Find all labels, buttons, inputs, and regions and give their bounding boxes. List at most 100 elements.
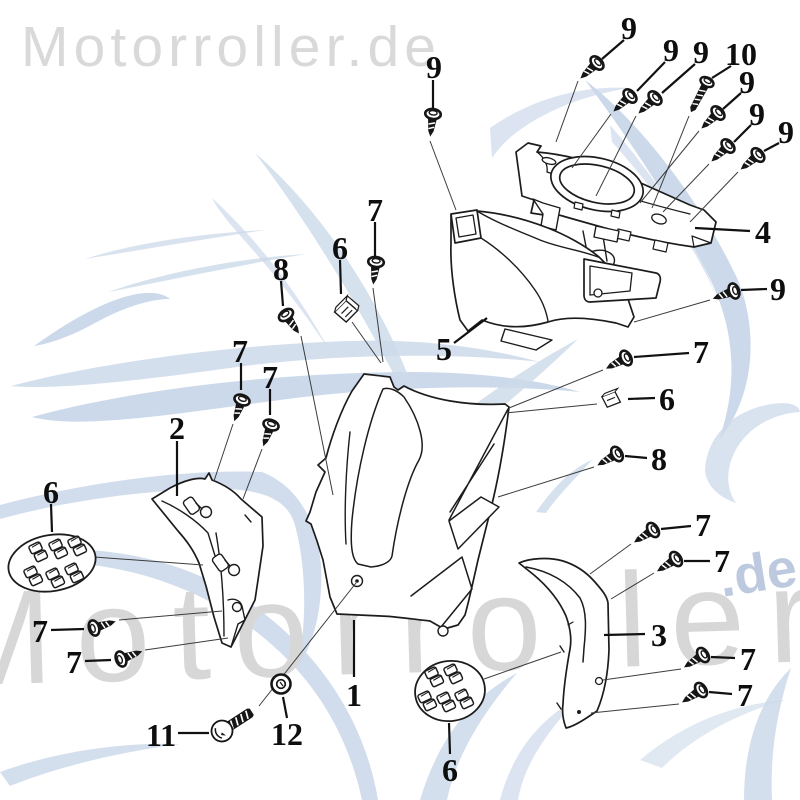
- callout-tie-line: [661, 63, 696, 94]
- watermark-swoosh-graphics-shape: [705, 403, 800, 503]
- callout-leader-line: [300, 335, 334, 496]
- part-2-left-side-panel-shape: [227, 598, 246, 648]
- callout-leader-line: [633, 299, 711, 323]
- part-3-right-side-panel: [518, 557, 610, 729]
- leader-lines: [49, 39, 780, 755]
- part-number-label-9: 9: [621, 10, 637, 46]
- callout-tie-line: [50, 627, 85, 632]
- callout-tie-line: [660, 524, 692, 531]
- part-number-label-7: 7: [32, 613, 48, 649]
- part-3-right-side-panel-shape: [577, 710, 581, 714]
- callout-tie-line: [338, 259, 343, 295]
- callout-tie-line: [453, 317, 488, 344]
- watermark-swoosh-graphics-shape: [536, 460, 592, 513]
- part-number-label-5: 5: [436, 331, 452, 367]
- part-number-label-3: 3: [651, 617, 667, 653]
- part-2-left-side-panel-shape: [161, 500, 217, 560]
- part-3-right-side-panel-shape: [594, 676, 604, 686]
- callout-leader-line: [571, 113, 612, 169]
- part-3-right-side-panel-shape: [518, 557, 610, 729]
- callout-tie-line: [711, 65, 732, 79]
- part-number-label-8: 8: [273, 251, 289, 287]
- part-4-handlebar-rear-cover: [515, 142, 717, 253]
- callout-leader-line: [144, 637, 229, 651]
- part-1-front-fairing-shape: [344, 431, 351, 545]
- watermark-swoosh-graphics-shape: [11, 340, 540, 388]
- part-4-handlebar-rear-cover-shape: [541, 156, 557, 166]
- callout-leader-line: [689, 171, 739, 223]
- watermark-swoosh-graphics-shape: [34, 292, 170, 346]
- part-number-label-12: 12: [271, 716, 303, 752]
- part-2-left-side-panel-shape: [215, 532, 225, 637]
- part-4-handlebar-rear-cover-shape: [558, 163, 636, 205]
- callout-tie-line: [694, 226, 751, 233]
- part-2-left-side-panel-shape: [224, 559, 231, 567]
- callout-leader-line: [429, 140, 457, 211]
- screw-icon: [275, 305, 307, 339]
- part-5-handlebar-front-cover-shape: [476, 210, 599, 258]
- part-4-handlebar-rear-cover-shape: [532, 198, 561, 231]
- part-number-label-9: 9: [739, 64, 755, 100]
- callout-tie-line: [740, 287, 768, 292]
- screw-icon: [593, 443, 627, 473]
- screw-icon: [629, 519, 663, 550]
- part-5-handlebar-front-cover-shape: [480, 237, 549, 322]
- callout-leader-line: [351, 321, 382, 364]
- watermark-swoosh-graphics-shape: [585, 80, 751, 440]
- part-4-handlebar-rear-cover-shape: [610, 209, 621, 219]
- callout-leader-line: [118, 610, 223, 621]
- part-number-label-11: 11: [146, 717, 176, 753]
- part-2-left-side-panel-shape: [244, 514, 252, 523]
- watermark-swoosh-graphics-shape: [420, 673, 517, 800]
- callout-leader-line: [497, 466, 595, 498]
- callout-leader-line: [483, 651, 562, 680]
- callout-tie-line: [722, 92, 742, 110]
- watermark-swoosh-graphics-shape: [85, 230, 266, 259]
- callout-tie-line: [710, 655, 736, 660]
- part-1-front-fairing-shape: [448, 408, 509, 521]
- callout-tie-line: [281, 696, 289, 719]
- callout-leader-line: [610, 572, 655, 600]
- part-number-label-7: 7: [695, 507, 711, 543]
- part-number-label-9: 9: [778, 114, 794, 150]
- part-number-label-8: 8: [651, 441, 667, 477]
- part-1-front-fairing-shape: [305, 373, 510, 630]
- part-number-label-9: 9: [426, 49, 442, 85]
- part-number-label-6: 6: [442, 752, 458, 788]
- part-number-label-1: 1: [346, 677, 362, 713]
- callout-tie-line: [603, 632, 646, 637]
- part-1-front-fairing-shape: [355, 579, 359, 583]
- part-5-handlebar-front-cover-shape: [593, 288, 603, 298]
- callout-leader-line: [602, 668, 682, 681]
- part-number-label-6: 6: [43, 474, 59, 510]
- part-2-left-side-panel: [151, 472, 264, 648]
- part-number-label-7: 7: [232, 333, 248, 369]
- part-5-handlebar-front-cover: [450, 209, 662, 351]
- part-2-left-side-panel-shape: [231, 601, 243, 613]
- callout-tie-line: [733, 124, 752, 143]
- callout-tie-line: [708, 690, 733, 696]
- fasteners: [7, 52, 769, 747]
- steering-bracket: [582, 225, 620, 269]
- part-3-right-side-panel-shape: [556, 645, 565, 710]
- callout-leader-line: [504, 403, 598, 414]
- part-number-label-7: 7: [367, 192, 383, 228]
- part-3-right-side-panel-shape: [525, 566, 587, 663]
- callout-tie-line: [636, 61, 666, 92]
- watermark-swoosh-graphics-shape: [640, 700, 786, 768]
- callout-tie-line: [601, 39, 625, 60]
- steering-bracket-shape: [593, 225, 620, 243]
- watermark-swoosh-graphics-shape: [0, 471, 322, 668]
- part-number-label-7: 7: [740, 641, 756, 677]
- part-2-left-side-panel-shape: [195, 502, 203, 510]
- part-1-front-fairing-shape: [410, 556, 473, 628]
- part-3-right-side-panel-shape: [567, 621, 574, 626]
- part-number-label-7: 7: [262, 359, 278, 395]
- part-1-front-fairing: [305, 373, 510, 637]
- screw-icon: [735, 144, 769, 177]
- callout-leader-line: [508, 369, 604, 409]
- callout-leader-line: [93, 556, 204, 566]
- part-number-label-10: 10: [725, 36, 757, 72]
- callout-tie-line: [447, 722, 452, 755]
